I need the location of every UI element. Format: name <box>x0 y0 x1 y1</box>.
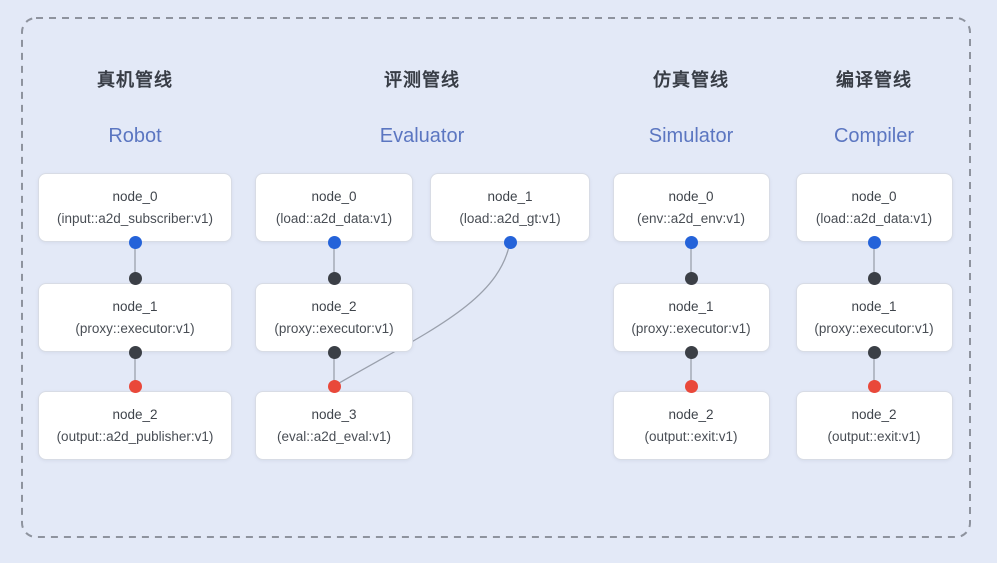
pipeline-node-compiler-0: node_0(load::a2d_data:v1) <box>795 173 953 242</box>
node-label: node_1 <box>851 298 897 314</box>
output-port-dot-black <box>684 345 698 359</box>
input-port-dot-black <box>128 271 142 285</box>
node-label: node_0 <box>851 188 897 204</box>
pipeline-node-compiler-2: node_2(output::exit:v1) <box>795 391 953 460</box>
pipeline-node-robot-0: node_0(input::a2d_subscriber:v1) <box>38 173 232 242</box>
input-port-dot-black <box>867 271 881 285</box>
pipeline-node-evaluator-1: node_1(load::a2d_gt:v1) <box>430 173 590 242</box>
node-type: (input::a2d_subscriber:v1) <box>56 210 214 226</box>
pipeline-node-evaluator-2: node_2(proxy::executor:v1) <box>255 283 413 352</box>
node-type: (load::a2d_gt:v1) <box>459 210 561 226</box>
pipeline-node-robot-1: node_1(proxy::executor:v1) <box>38 283 232 352</box>
node-type: (eval::a2d_eval:v1) <box>276 428 392 444</box>
pipeline-node-compiler-1: node_1(proxy::executor:v1) <box>795 283 953 352</box>
node-label: node_0 <box>112 188 158 204</box>
pipeline-title-en-robot: Robot <box>108 125 162 147</box>
node-type: (load::a2d_data:v1) <box>815 210 933 226</box>
node-type: (env::a2d_env:v1) <box>636 210 746 226</box>
node-label: node_2 <box>311 298 357 314</box>
node-type: (output::a2d_publisher:v1) <box>56 428 214 444</box>
pipeline-node-evaluator-3: node_3(eval::a2d_eval:v1) <box>255 391 413 460</box>
pipeline-node-evaluator-0: node_0(load::a2d_data:v1) <box>255 173 413 242</box>
input-port-dot-black <box>327 271 341 285</box>
node-label: node_0 <box>311 188 357 204</box>
input-port-dot-red <box>327 379 341 393</box>
node-label: node_1 <box>668 298 714 314</box>
output-port-dot-black <box>327 345 341 359</box>
edge-curve <box>333 241 511 387</box>
node-label: node_2 <box>851 406 897 422</box>
pipeline-title-en-simulator: Simulator <box>648 125 734 147</box>
input-port-dot-black <box>684 271 698 285</box>
node-label: node_2 <box>112 406 158 422</box>
output-port-dot-blue <box>128 235 142 249</box>
input-port-dot-red <box>867 379 881 393</box>
pipeline-title-zh-robot: 真机管线 <box>97 70 173 90</box>
node-type: (proxy::executor:v1) <box>75 320 195 336</box>
pipeline-title-zh-simulator: 仿真管线 <box>653 70 729 90</box>
dashed-frame <box>21 17 971 538</box>
node-type: (output::exit:v1) <box>644 428 738 444</box>
node-label: node_0 <box>668 188 714 204</box>
pipeline-node-simulator-0: node_0(env::a2d_env:v1) <box>612 173 770 242</box>
node-type: (proxy::executor:v1) <box>814 320 934 336</box>
node-type: (proxy::executor:v1) <box>274 320 394 336</box>
pipeline-title-zh-compiler: 编译管线 <box>836 70 912 90</box>
node-label: node_1 <box>112 298 158 314</box>
input-port-dot-red <box>128 379 142 393</box>
node-label: node_1 <box>487 188 533 204</box>
pipeline-node-simulator-2: node_2(output::exit:v1) <box>612 391 770 460</box>
node-label: node_3 <box>311 406 357 422</box>
node-type: (output::exit:v1) <box>827 428 921 444</box>
pipeline-node-robot-2: node_2(output::a2d_publisher:v1) <box>38 391 232 460</box>
output-port-dot-black <box>128 345 142 359</box>
output-port-dot-blue <box>867 235 881 249</box>
input-port-dot-red <box>684 379 698 393</box>
output-port-dot-black <box>867 345 881 359</box>
node-label: node_2 <box>668 406 714 422</box>
output-port-dot-blue <box>327 235 341 249</box>
node-type: (load::a2d_data:v1) <box>275 210 393 226</box>
pipeline-title-en-evaluator: Evaluator <box>379 125 465 147</box>
pipeline-title-en-compiler: Compiler <box>833 125 915 147</box>
pipeline-title-zh-evaluator: 评测管线 <box>384 70 460 90</box>
pipeline-node-simulator-1: node_1(proxy::executor:v1) <box>612 283 770 352</box>
node-type: (proxy::executor:v1) <box>631 320 751 336</box>
output-port-dot-blue <box>684 235 698 249</box>
output-port-dot-blue <box>503 235 517 249</box>
